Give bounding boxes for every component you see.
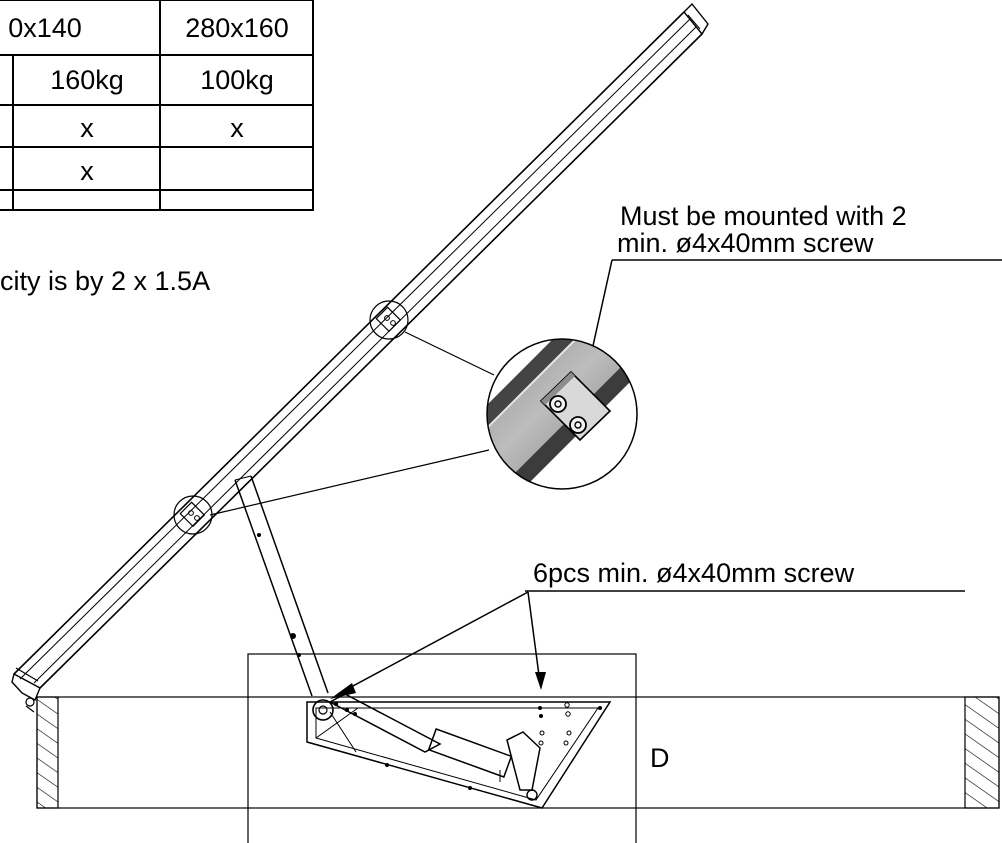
table-cell: x bbox=[230, 113, 244, 143]
hatched-wall-left bbox=[36, 696, 59, 809]
table-note: city is by 2 x 1.5A bbox=[0, 266, 210, 296]
mechanism-base bbox=[306, 693, 612, 809]
table-weight-cell: 160kg bbox=[50, 65, 124, 95]
joint-lower bbox=[173, 495, 213, 535]
table-cell: x bbox=[80, 113, 94, 143]
dimension-label-d: D bbox=[650, 743, 670, 773]
joint-upper bbox=[369, 300, 409, 340]
table-weight-cell: 100kg bbox=[200, 65, 274, 95]
top-callout: Must be mounted with 2 min. ø4x40mm scre… bbox=[571, 201, 1002, 424]
table-cell: x bbox=[80, 156, 94, 186]
callout-top-line1: Must be mounted with 2 bbox=[620, 201, 907, 231]
table-header-cell: 0x140 bbox=[8, 13, 82, 43]
detail-view bbox=[486, 338, 638, 490]
capacity-table: 0x140 280x160 160kg 100kg x x x bbox=[0, 0, 314, 211]
table-header-cell: 280x160 bbox=[185, 13, 289, 43]
callout-top-line2: min. ø4x40mm screw bbox=[617, 228, 874, 258]
leader-arrowhead bbox=[535, 672, 546, 690]
bed-frame bbox=[36, 653, 1000, 843]
lid-tube bbox=[11, 2, 709, 713]
support-arm bbox=[234, 475, 334, 721]
bottom-callout: 6pcs min. ø4x40mm screw bbox=[330, 558, 965, 699]
leader-arrowhead bbox=[330, 683, 356, 699]
hatched-wall-right bbox=[964, 696, 1000, 809]
callout-bottom-text: 6pcs min. ø4x40mm screw bbox=[533, 558, 855, 588]
